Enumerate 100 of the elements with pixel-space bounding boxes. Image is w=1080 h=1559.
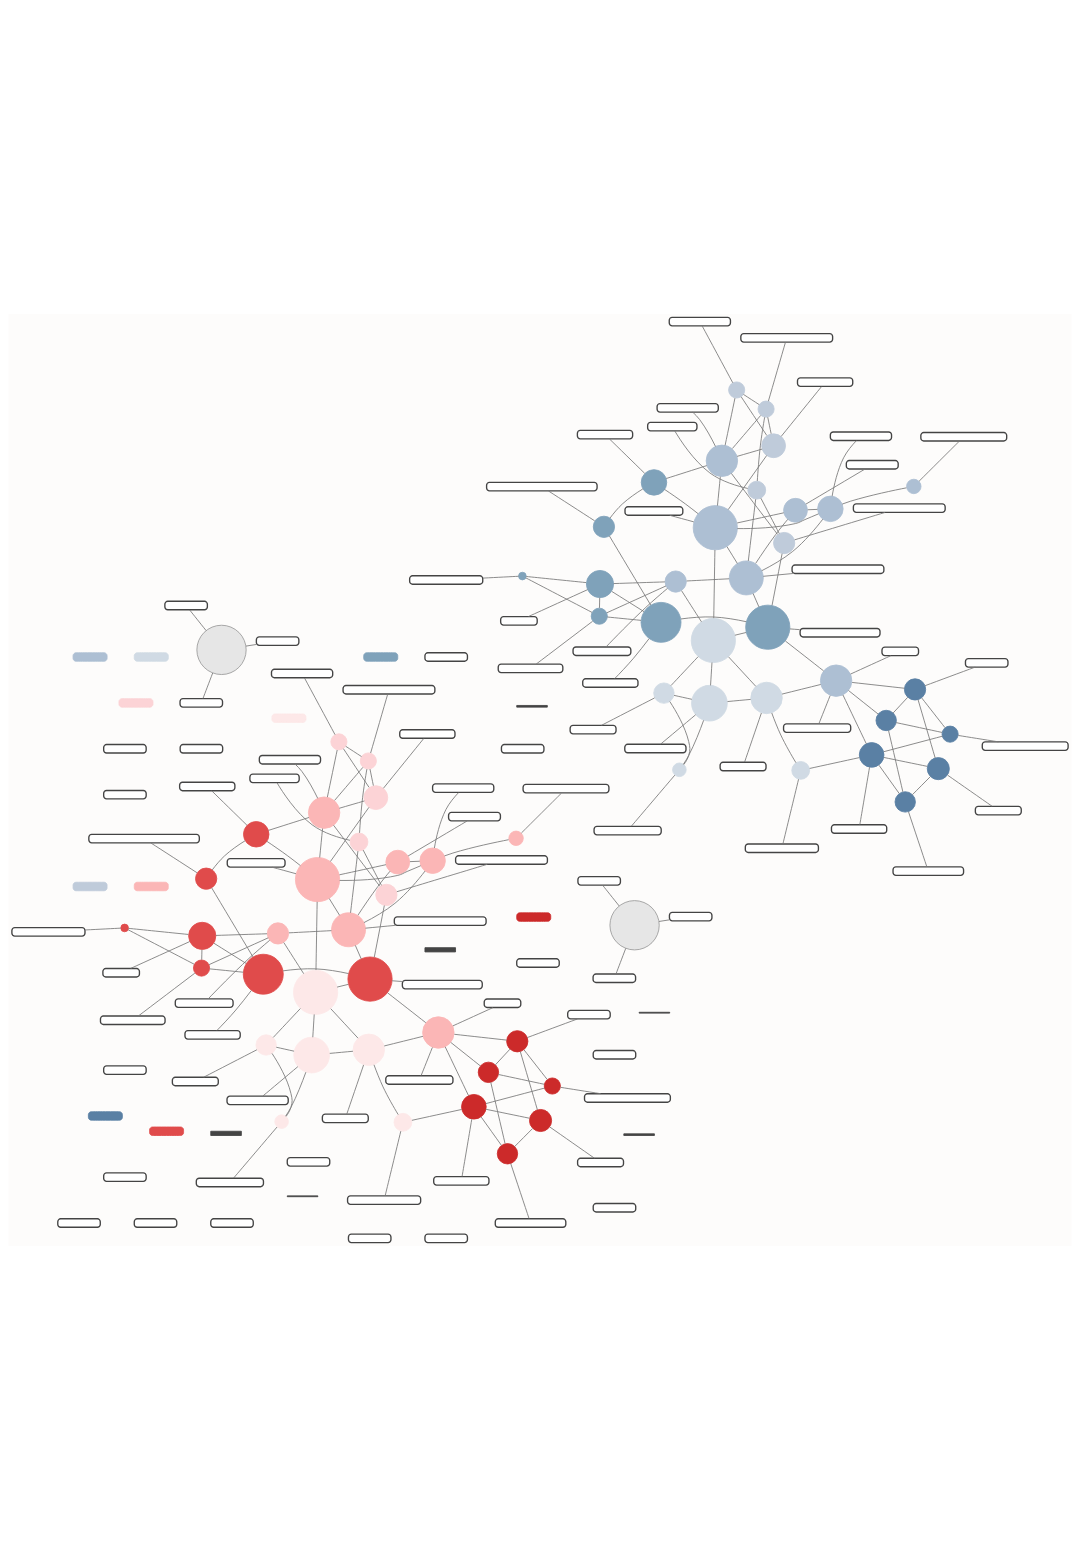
connector: [669, 700, 691, 765]
node-box: [184, 1029, 241, 1040]
connector: [606, 585, 667, 613]
connector: [710, 661, 713, 686]
node-box: [852, 502, 946, 513]
connector: [354, 944, 362, 959]
connector: [724, 397, 736, 446]
connector: [490, 1081, 506, 1144]
connector: [326, 749, 338, 798]
node-circle: [875, 709, 897, 731]
node-box: [624, 743, 687, 753]
connector: [369, 768, 374, 786]
connector: [599, 596, 601, 608]
connector: [350, 850, 359, 913]
node-box: [719, 761, 767, 771]
connector: [660, 713, 697, 744]
connector: [433, 791, 459, 848]
node-circle: [255, 1033, 277, 1056]
connector: [203, 1048, 258, 1078]
connector: [658, 918, 670, 922]
node-box: [572, 645, 632, 656]
node-bar: [286, 1194, 319, 1197]
connector: [202, 672, 214, 699]
node-circle: [193, 959, 211, 977]
node-circle: [293, 969, 339, 1015]
connector: [732, 414, 762, 449]
node-circle: [307, 796, 341, 829]
connector: [523, 1049, 548, 1080]
node-box: [226, 1094, 289, 1105]
connector: [794, 511, 886, 540]
node-circle: [120, 923, 129, 932]
node-box: [796, 376, 854, 387]
node-bar: [516, 704, 548, 708]
node-box: [447, 811, 502, 822]
node-box: [583, 1092, 672, 1103]
connector: [288, 929, 332, 933]
connector: [615, 947, 627, 974]
node-circle: [242, 953, 284, 995]
node-bar: [210, 1130, 242, 1136]
connector: [453, 1033, 508, 1041]
node-box: [133, 1217, 178, 1228]
node-circle: [906, 478, 922, 494]
connector: [211, 839, 246, 870]
node-circle: [359, 751, 377, 769]
node-circle: [692, 504, 738, 550]
connector: [357, 870, 391, 916]
node-circle: [188, 921, 217, 950]
node-box: [454, 854, 549, 865]
node-circle: [761, 432, 786, 458]
node-circle: [745, 604, 791, 650]
node-box: [576, 1157, 625, 1167]
connector: [245, 643, 257, 647]
connector: [883, 735, 943, 752]
connector: [609, 438, 646, 474]
node-circle: [196, 624, 247, 675]
connector: [842, 694, 867, 744]
connector: [304, 677, 336, 735]
connector: [605, 587, 668, 647]
node-circle: [274, 1113, 289, 1129]
node-box: [500, 743, 545, 754]
connector: [271, 866, 297, 874]
node-bar: [118, 697, 154, 708]
connector: [717, 475, 721, 506]
connector: [525, 577, 593, 613]
node-box: [347, 1232, 392, 1243]
node-box: [258, 754, 322, 765]
node-circle: [783, 497, 808, 523]
connector: [665, 464, 708, 479]
connector: [452, 1006, 494, 1026]
connector: [233, 1126, 278, 1178]
connector: [957, 734, 999, 742]
connector: [213, 942, 247, 964]
connector: [781, 683, 822, 695]
connector: [272, 1007, 301, 1038]
connector: [892, 696, 909, 713]
node-box: [593, 825, 662, 836]
node-circle: [195, 867, 218, 890]
node-circle: [243, 820, 270, 847]
node-box: [964, 657, 1009, 668]
node-circle: [941, 725, 959, 743]
node-box: [646, 421, 698, 431]
node-box: [845, 459, 899, 470]
node-circle: [773, 531, 796, 554]
node-bar: [516, 911, 552, 922]
node-box: [393, 915, 487, 926]
connector: [268, 816, 310, 831]
node-box: [830, 823, 888, 834]
node-circle: [858, 741, 885, 768]
node-box: [179, 743, 224, 754]
connector: [743, 393, 760, 405]
node-box: [974, 805, 1022, 816]
node-circle: [590, 607, 608, 625]
node-box: [174, 997, 234, 1008]
node-bar: [363, 651, 399, 662]
node-box: [321, 1112, 369, 1123]
node-box: [892, 865, 965, 876]
connector: [127, 928, 195, 965]
node-circle: [422, 1015, 455, 1049]
node-box: [195, 1177, 265, 1187]
node-box: [522, 783, 610, 794]
